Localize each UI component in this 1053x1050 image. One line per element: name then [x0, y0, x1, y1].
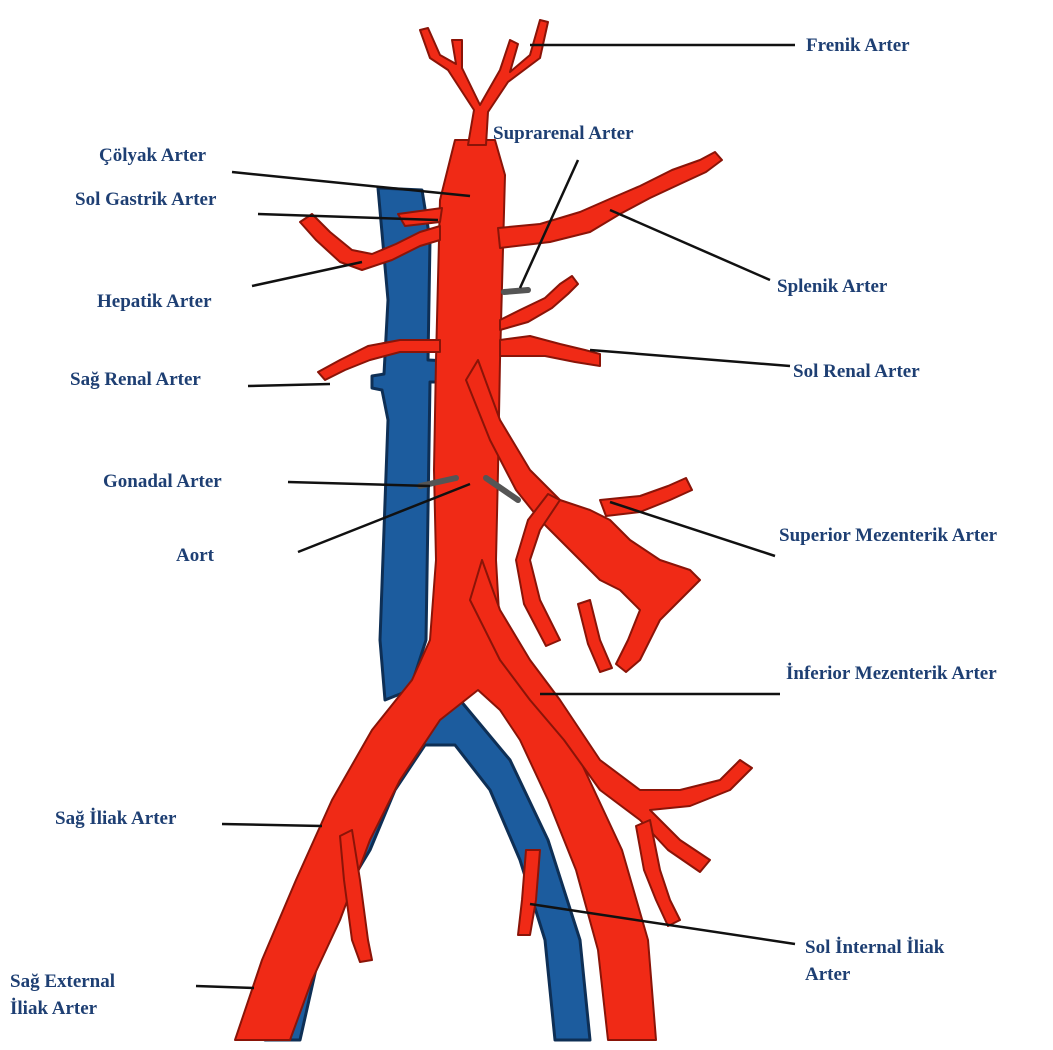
leader-sol-renal: [590, 350, 790, 366]
label-sol-internal-iliak-arter-line1: Sol İnternal İliak: [805, 934, 944, 961]
label-sol-internal-iliak-arter-line2: Arter: [805, 961, 850, 988]
leader-sag-iliak: [222, 824, 322, 826]
leader-sag-renal: [248, 384, 330, 386]
label-splenik-arter: Splenik Arter: [777, 273, 887, 300]
leader-hepatik: [252, 262, 362, 286]
label-suprarenal-arter: Suprarenal Arter: [493, 120, 634, 147]
label-sol-gastrik-arter: Sol Gastrik Arter: [75, 186, 216, 213]
aorta-and-branches: [235, 20, 752, 1040]
label-inferior-mezenterik-arter: İnferior Mezenterik Arter: [786, 660, 997, 687]
label-sag-external-iliak-arter-line2: İliak Arter: [10, 995, 97, 1022]
label-sag-external-iliak-arter-line1: Sağ External: [10, 968, 115, 995]
leader-splenik: [610, 210, 770, 280]
label-aort: Aort: [176, 542, 214, 569]
leader-sag-external-iliak: [196, 986, 254, 988]
label-colyak-arter: Çölyak Arter: [99, 142, 206, 169]
label-frenik-arter: Frenik Arter: [806, 32, 910, 59]
label-sag-iliak-arter: Sağ İliak Arter: [55, 805, 176, 832]
label-sol-renal-arter: Sol Renal Arter: [793, 358, 920, 385]
label-gonadal-arter: Gonadal Arter: [103, 468, 222, 495]
leader-colyak: [232, 172, 470, 196]
label-hepatik-arter: Hepatik Arter: [97, 288, 212, 315]
label-superior-mezenterik-arter: Superior Mezenterik Arter: [779, 522, 997, 549]
label-sag-renal-arter: Sağ Renal Arter: [70, 366, 201, 393]
